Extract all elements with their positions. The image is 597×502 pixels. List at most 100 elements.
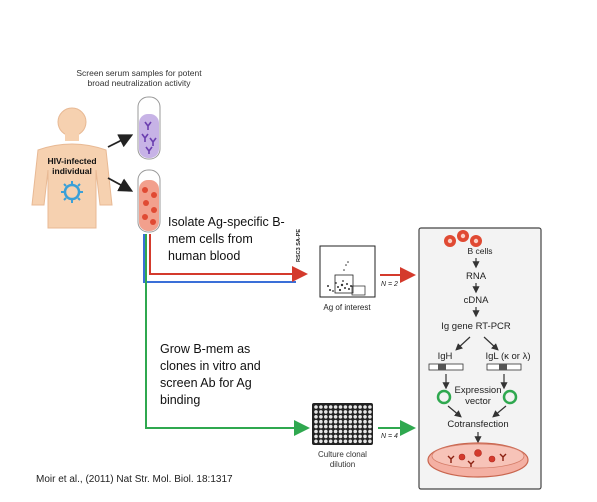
pipeline-box bbox=[418, 227, 542, 490]
well bbox=[314, 434, 318, 439]
well bbox=[348, 429, 353, 434]
well bbox=[368, 405, 372, 409]
well bbox=[353, 405, 358, 409]
well bbox=[338, 429, 343, 434]
well bbox=[353, 429, 358, 434]
well bbox=[363, 424, 367, 429]
well bbox=[328, 424, 333, 429]
well bbox=[324, 439, 328, 444]
isolate-text: Isolate Ag-specific B-mem cells from hum… bbox=[168, 215, 285, 263]
well bbox=[348, 419, 353, 424]
well bbox=[338, 410, 343, 414]
well bbox=[368, 424, 372, 429]
well bbox=[333, 410, 338, 414]
pipeline-cdna: cDNA bbox=[463, 295, 489, 306]
screen-title-line1: Screen serum samples for potent bbox=[76, 68, 202, 78]
well bbox=[333, 434, 338, 439]
well bbox=[333, 415, 338, 419]
well bbox=[319, 429, 323, 434]
well bbox=[353, 419, 358, 424]
well bbox=[333, 419, 338, 424]
well bbox=[343, 434, 348, 439]
screen-title-line2: broad neutralization activity bbox=[87, 78, 191, 88]
well bbox=[368, 429, 372, 434]
well bbox=[363, 415, 367, 419]
well bbox=[328, 415, 333, 419]
n-top-label: N = 2 bbox=[381, 281, 398, 288]
pipeline-expression: Expression vector bbox=[448, 385, 508, 407]
well bbox=[324, 434, 328, 439]
well bbox=[314, 410, 318, 414]
individual-label: HIV-infected individual bbox=[40, 156, 104, 176]
well bbox=[348, 405, 353, 409]
well bbox=[319, 410, 323, 414]
arrow-to-serum-tube bbox=[107, 134, 134, 148]
well bbox=[358, 415, 362, 419]
well bbox=[338, 434, 343, 439]
well bbox=[358, 424, 362, 429]
well bbox=[324, 424, 328, 429]
pipeline-rtpcr: Ig gene RT-PCR bbox=[441, 321, 511, 332]
well bbox=[348, 415, 353, 419]
well bbox=[319, 434, 323, 439]
pipeline-igl: IgL (κ or λ) bbox=[485, 351, 531, 362]
plasmid-icon bbox=[502, 389, 518, 405]
well bbox=[328, 429, 333, 434]
well bbox=[343, 419, 348, 424]
red-arrow-to-facs bbox=[149, 234, 308, 282]
well bbox=[319, 424, 323, 429]
well bbox=[314, 405, 318, 409]
well bbox=[343, 415, 348, 419]
well bbox=[353, 410, 358, 414]
well bbox=[358, 429, 362, 434]
well bbox=[353, 424, 358, 429]
well bbox=[314, 429, 318, 434]
blood-tube-icon bbox=[137, 169, 161, 233]
well bbox=[343, 410, 348, 414]
well bbox=[338, 424, 343, 429]
well bbox=[328, 439, 333, 444]
well bbox=[328, 419, 333, 424]
well bbox=[333, 405, 338, 409]
well bbox=[358, 434, 362, 439]
well bbox=[353, 415, 358, 419]
well bbox=[324, 415, 328, 419]
well bbox=[314, 424, 318, 429]
individual-line2: individual bbox=[52, 166, 92, 176]
serum-tube-icon bbox=[137, 96, 161, 160]
well bbox=[333, 424, 338, 429]
well bbox=[314, 419, 318, 424]
well bbox=[319, 439, 323, 444]
facs-axis-label: RSC3 SA-PE bbox=[296, 228, 302, 262]
virus-icon bbox=[61, 181, 83, 203]
well bbox=[348, 439, 353, 444]
culture-caption: Culture clonal dilution bbox=[305, 450, 380, 470]
well bbox=[348, 434, 353, 439]
igh-gene-bar bbox=[428, 363, 464, 371]
well bbox=[358, 439, 362, 444]
well bbox=[363, 419, 367, 424]
pipeline-bcells: B cells bbox=[467, 246, 493, 256]
well bbox=[343, 439, 348, 444]
well bbox=[348, 424, 353, 429]
individual-line1: HIV-infected bbox=[47, 156, 97, 166]
well bbox=[358, 410, 362, 414]
well bbox=[363, 405, 367, 409]
plasmid-icon bbox=[436, 389, 452, 405]
well bbox=[348, 410, 353, 414]
well bbox=[338, 419, 343, 424]
well bbox=[363, 434, 367, 439]
pipeline-rna: RNA bbox=[465, 271, 487, 282]
well bbox=[319, 405, 323, 409]
screen-serum-title: Screen serum samples for potent broad ne… bbox=[72, 68, 206, 88]
well bbox=[324, 429, 328, 434]
well bbox=[363, 410, 367, 414]
well bbox=[328, 405, 333, 409]
igl-gene-bar bbox=[486, 363, 522, 371]
well bbox=[338, 415, 343, 419]
culture-plate-icon bbox=[312, 403, 373, 445]
well bbox=[333, 439, 338, 444]
well bbox=[368, 410, 372, 414]
arrow-to-blood-tube bbox=[107, 177, 134, 192]
green-arrow-to-culture bbox=[145, 234, 310, 436]
